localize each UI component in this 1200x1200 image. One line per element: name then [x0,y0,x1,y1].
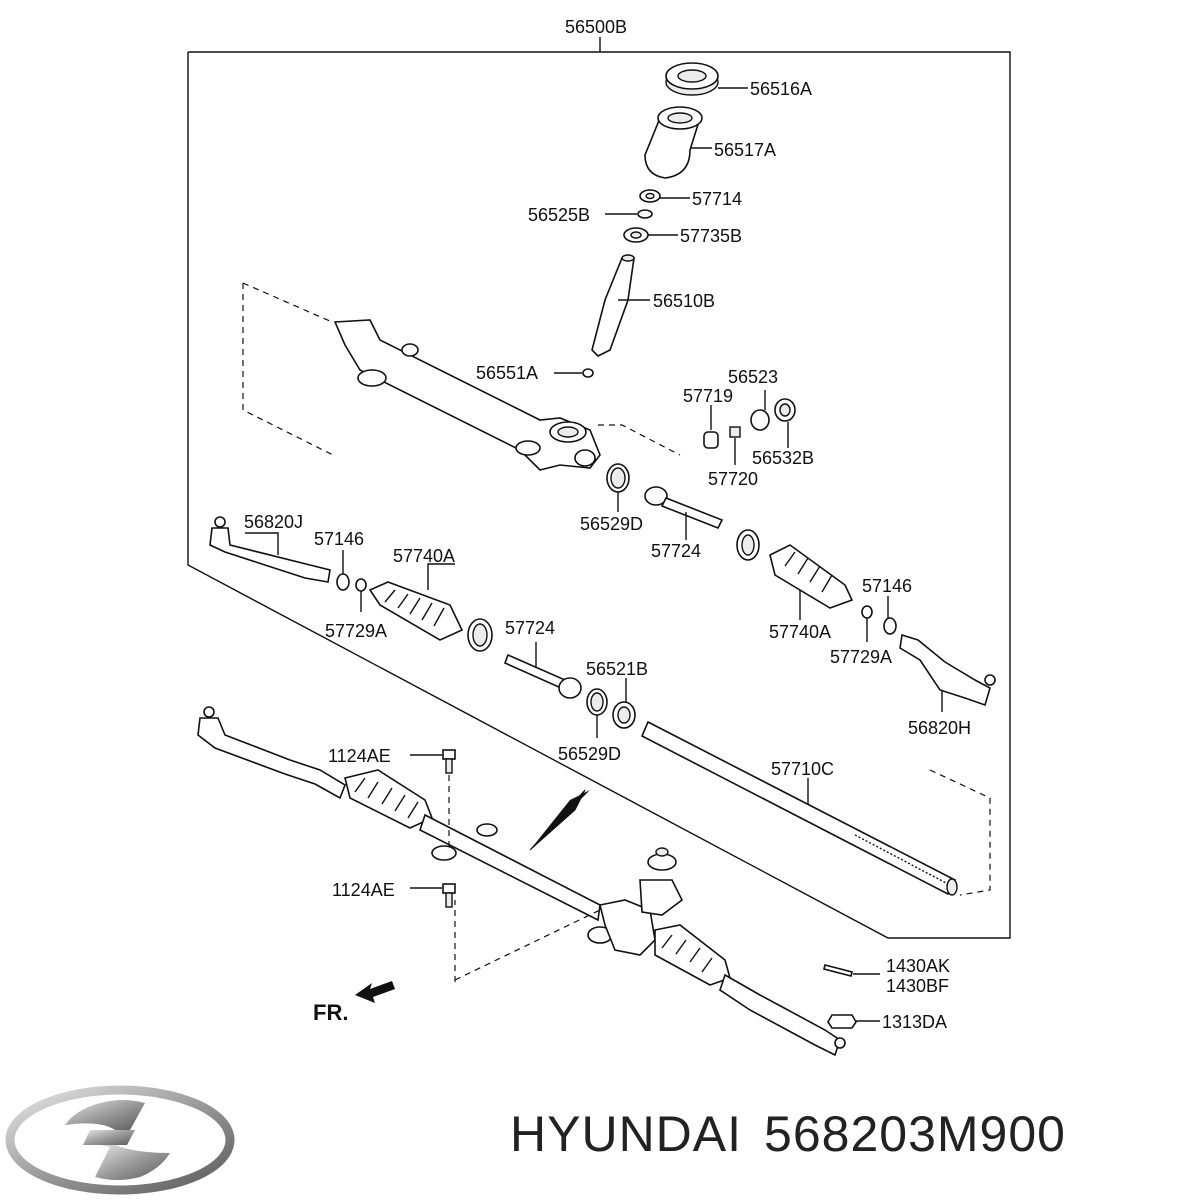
label-56516A: 56516A [750,79,812,99]
label-57729A-left: 57729A [325,621,387,641]
label-56523: 56523 [728,367,778,387]
label-1430BF: 1430BF [886,976,949,996]
washer-56525B [637,209,653,219]
label-57740A-right: 57740A [769,622,831,642]
bushing-56521B [612,701,636,729]
label-56510B: 56510B [653,291,715,311]
label-1430AK: 1430AK [886,956,950,976]
part-caption: HYUNDAI 568203M900 [510,1105,1190,1175]
label-57719: 57719 [683,386,733,406]
front-arrow-icon [355,981,395,1003]
label-1124AE-upper: 1124AE [328,746,391,766]
assembly-boundary [187,37,1011,939]
label-56525B: 56525B [528,205,590,225]
bellows-57740A-left [368,581,464,641]
bellows-57740A-right [769,544,854,609]
label-57710C: 57710C [771,759,834,779]
dust-cover-56516A [665,62,719,96]
label-57714: 57714 [692,189,742,209]
label-56521B: 56521B [586,659,648,679]
label-56820H: 56820H [908,718,971,738]
label-1124AE-lower: 1124AE [332,880,395,900]
hyundai-logo-icon [5,1085,235,1195]
nut-57714 [639,189,661,203]
label-57740A-left: 57740A [393,546,455,566]
ring-56529D-upper [606,463,630,493]
label-57729A-right: 57729A [830,647,892,667]
label-56820J: 56820J [244,512,303,532]
rack-bar-57710C [640,720,958,896]
label-57724-upper: 57724 [651,541,701,561]
clip-57729A-left [355,578,367,592]
pinion-shaft-56510B [591,254,635,357]
clamp-left [467,618,493,652]
label-57735B: 57735B [680,226,742,246]
spring-57720 [729,426,741,438]
seal-56551A [582,368,594,378]
yoke-57719 [703,431,719,449]
brand-name: HYUNDAI [510,1106,743,1162]
front-label: FR. [313,1000,348,1025]
nut-1313DA [827,1014,857,1029]
label-57146-right: 57146 [862,576,912,596]
bolt-1124AE-lower [442,883,456,908]
label-56529D-upper: 56529D [580,514,643,534]
label-56500B: 56500B [565,17,627,37]
direction-wedge [529,789,590,851]
seal-57735B [623,227,649,243]
boot-56517A [644,106,703,179]
inner-tie-rod-57724-lower [503,653,582,699]
tie-rod-end-56820H [899,633,996,707]
clip-57729A-right [861,605,873,619]
part-number: 568203M900 [764,1106,1066,1162]
bolt-1124AE-upper [442,749,456,774]
pin-1430AK [823,964,853,977]
nut-57146-right [883,617,897,635]
ring-56529D-lower [586,688,608,716]
tie-rod-end-56820J [209,516,331,583]
locknut-56532B [774,398,796,422]
label-56529D-lower: 56529D [558,744,621,764]
clamp-right [736,529,760,561]
label-56532B: 56532B [752,448,814,468]
label-57720: 57720 [708,469,758,489]
label-56517A: 56517A [714,140,776,160]
label-1313DA: 1313DA [882,1012,947,1032]
rack-housing [242,282,681,471]
label-57724-lower: 57724 [505,618,555,638]
label-57146-left: 57146 [314,529,364,549]
label-56551A: 56551A [476,363,538,383]
inner-tie-rod-57724-upper [644,486,724,530]
nut-57146-left [336,573,350,591]
assembled-steering-gear [197,706,846,1057]
plug-56523 [750,409,770,431]
